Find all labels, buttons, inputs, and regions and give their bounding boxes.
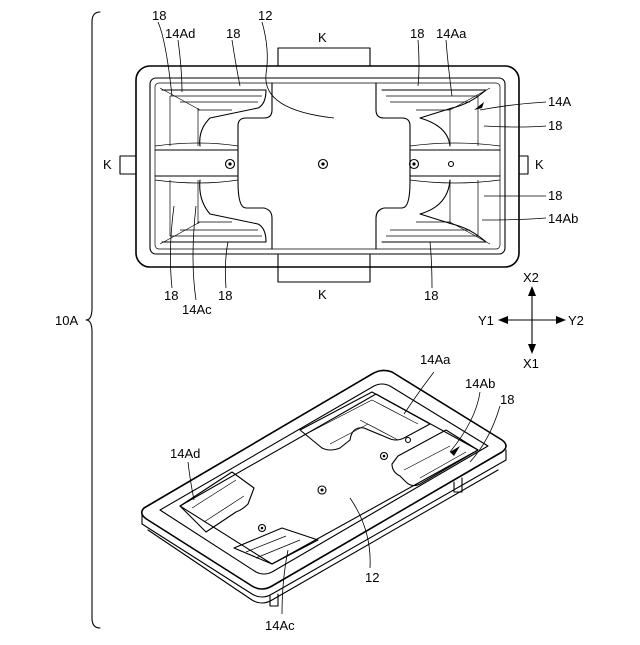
label-14Aa-top: 14Aa bbox=[436, 26, 467, 41]
label-14Ac-persp: 14Ac bbox=[265, 618, 295, 633]
label-14Ad-persp: 14Ad bbox=[170, 446, 200, 461]
label-12-top: 12 bbox=[258, 8, 272, 23]
perspective-leaders bbox=[188, 372, 500, 614]
label-18-top-left: 18 bbox=[152, 8, 166, 23]
label-K-bottom: K bbox=[318, 287, 327, 302]
label-12-persp: 12 bbox=[365, 570, 379, 585]
axis-label-y1: Y1 bbox=[478, 313, 494, 328]
perspective-tray bbox=[142, 370, 506, 606]
label-14Ac-top: 14Ac bbox=[182, 302, 212, 317]
label-14Ab-persp: 14Ab bbox=[465, 376, 495, 391]
top-view-leaders bbox=[158, 22, 546, 300]
top-view-tray bbox=[120, 48, 528, 282]
assembly-label: 10A bbox=[55, 313, 78, 328]
label-18-right-1: 18 bbox=[548, 118, 562, 133]
arrow-14Ab bbox=[450, 446, 460, 456]
label-18-top-mid: 18 bbox=[226, 26, 240, 41]
axis-label-y2: Y2 bbox=[568, 313, 584, 328]
axis-label-x1: X1 bbox=[523, 356, 539, 371]
label-K-top: K bbox=[318, 30, 327, 45]
label-14Ab-top: 14Ab bbox=[548, 211, 578, 226]
label-18-top-right: 18 bbox=[410, 26, 424, 41]
label-18-bottom-left: 18 bbox=[164, 288, 178, 303]
label-14A: 14A bbox=[548, 94, 571, 109]
assembly-brace bbox=[86, 12, 100, 628]
label-18-bottom-right: 18 bbox=[424, 288, 438, 303]
axis-arrows bbox=[498, 286, 566, 354]
label-18-persp: 18 bbox=[500, 392, 514, 407]
label-14Aa-persp: 14Aa bbox=[420, 352, 451, 367]
label-18-right-2: 18 bbox=[548, 188, 562, 203]
label-K-right: K bbox=[535, 157, 544, 172]
label-14Ad-top: 14Ad bbox=[165, 26, 195, 41]
arrow-14A bbox=[474, 102, 484, 110]
axis-label-x2: X2 bbox=[523, 270, 539, 285]
label-K-left: K bbox=[103, 157, 112, 172]
label-18-bottom-mid: 18 bbox=[218, 288, 232, 303]
